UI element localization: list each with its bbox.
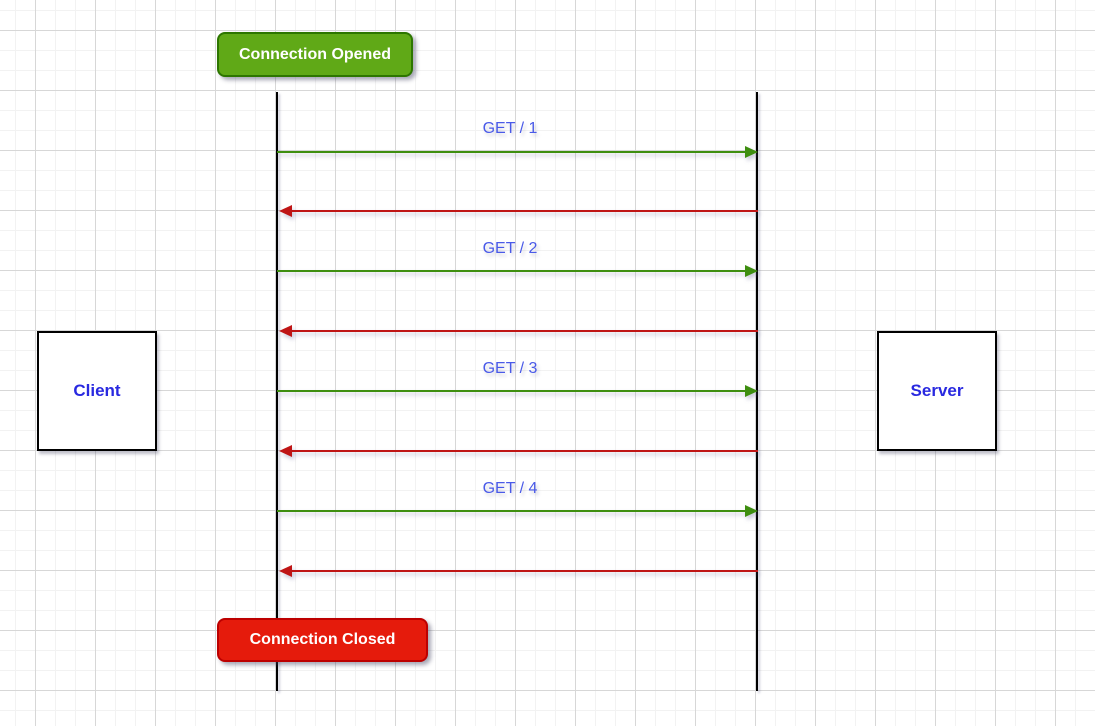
connection-opened-badge[interactable]: Connection Opened (217, 32, 413, 77)
request-label[interactable]: GET / 1 (482, 120, 538, 137)
request-label[interactable]: GET / 2 (482, 240, 538, 257)
response-arrow[interactable] (277, 444, 758, 458)
arrow-line (288, 210, 758, 212)
arrow-line (277, 510, 747, 512)
client-node[interactable]: Client (37, 331, 157, 451)
request-arrow[interactable] (277, 384, 758, 398)
client-node-label: Client (73, 381, 121, 400)
arrow-line (277, 390, 747, 392)
arrowhead-left-icon (279, 445, 292, 457)
arrowhead-left-icon (279, 565, 292, 577)
arrowhead-right-icon (745, 265, 758, 277)
arrowhead-left-icon (279, 205, 292, 217)
request-label[interactable]: GET / 3 (482, 360, 538, 377)
arrowhead-left-icon (279, 325, 292, 337)
request-arrow[interactable] (277, 145, 758, 159)
request-label[interactable]: GET / 4 (482, 480, 538, 497)
server-node[interactable]: Server (877, 331, 997, 451)
request-arrow[interactable] (277, 264, 758, 278)
arrowhead-right-icon (745, 385, 758, 397)
arrow-line (288, 450, 758, 452)
response-arrow[interactable] (277, 564, 758, 578)
arrowhead-right-icon (745, 146, 758, 158)
connection-opened-label: Connection Opened (239, 45, 391, 63)
arrow-line (288, 570, 758, 572)
arrow-line (277, 270, 747, 272)
connection-closed-label: Connection Closed (249, 631, 396, 648)
response-arrow[interactable] (277, 324, 758, 338)
arrow-line (288, 330, 758, 332)
connection-closed-badge[interactable]: Connection Closed (217, 618, 428, 662)
arrowhead-right-icon (745, 505, 758, 517)
server-node-label: Server (910, 381, 964, 400)
response-arrow[interactable] (277, 204, 758, 218)
request-arrow[interactable] (277, 504, 758, 518)
arrow-line (277, 151, 747, 153)
